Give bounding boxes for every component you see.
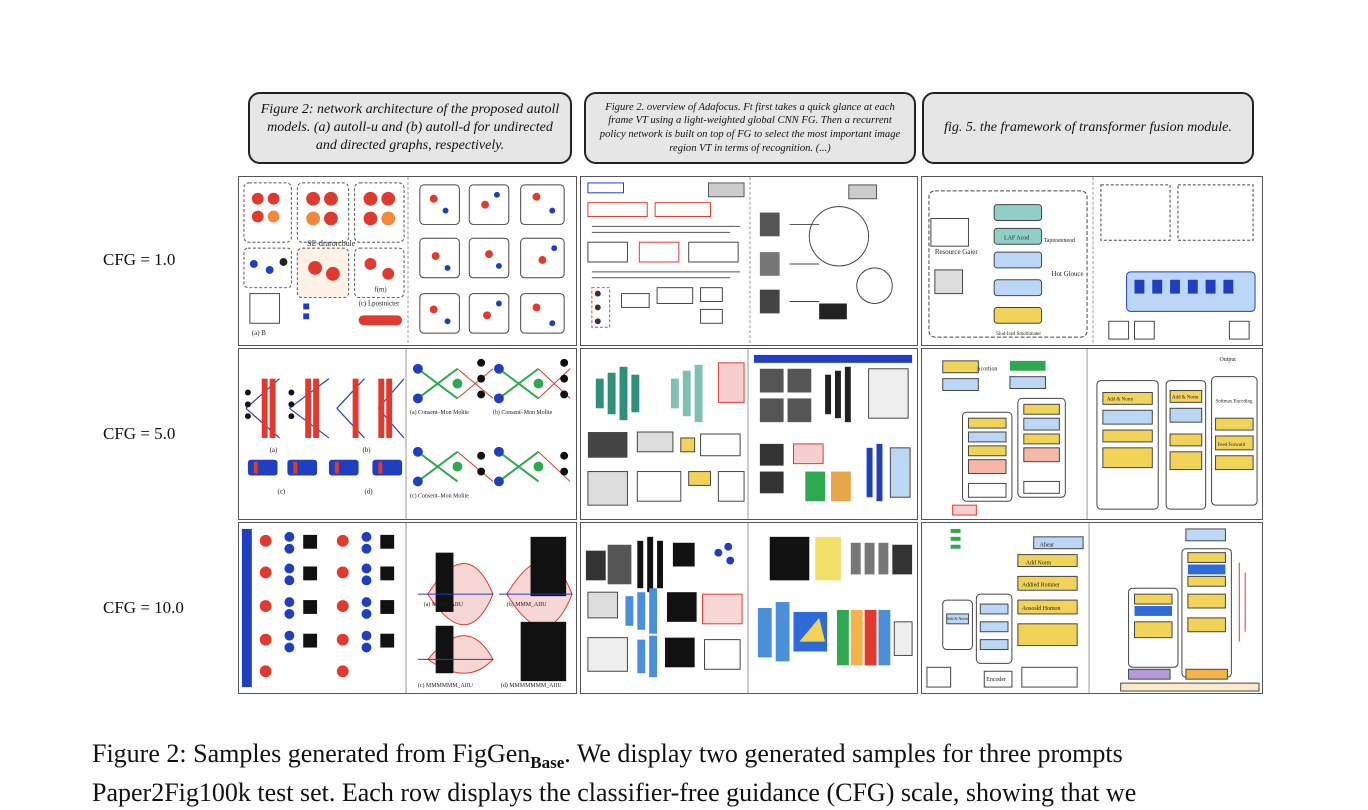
r2c3-text-5: Output xyxy=(1220,357,1237,363)
r1c1-text-1: (c) Lpostnicter xyxy=(359,300,401,307)
caption-line-1: Figure 2: Samples generated from FigGenB… xyxy=(92,736,1342,775)
r3c3-text-2: Addied Romner xyxy=(1022,582,1060,588)
cfg-label-3: CFG = 10.0 xyxy=(103,598,184,617)
sample-r2-c2 xyxy=(580,348,918,520)
r3c3-text-0: Ahear xyxy=(1040,543,1054,549)
r2c3-text-4: Softmax Encoding xyxy=(1216,399,1253,404)
cfg-label-1: CFG = 1.0 xyxy=(103,250,176,269)
r2c1-text-4: (b) xyxy=(363,447,371,454)
sample-r1-c2 xyxy=(580,176,918,346)
prompt-box-1: Figure 2: network architecture of the pr… xyxy=(248,92,572,164)
r1c3-text-0: Resource Gaier xyxy=(935,249,978,256)
caption-prefix: Figure 2: Samples generated from FigGen xyxy=(92,739,531,768)
r2c3-text-1: Add & Norm xyxy=(1107,397,1133,402)
r1c3-text-2: Tapresteneod xyxy=(1044,238,1075,244)
sample-r1-c1: SE-drarorcbule (c) Lpostnicter (a) B f(m… xyxy=(238,176,577,346)
r2c3-text-0: Acortion xyxy=(976,367,997,373)
caption-suffix: . We display two generated samples for t… xyxy=(564,739,1123,768)
r3c3-text-4: Add & Norm xyxy=(947,616,968,621)
r3c3-text-5: Encoder xyxy=(986,677,1006,683)
r3c3-text-1: Add Norm xyxy=(1026,561,1052,567)
sample-r2-c1: (a) (b) (c) (d) (a) Consent–Mon Molite (… xyxy=(238,348,577,520)
r1c1-text-3: f(m) xyxy=(374,287,386,294)
r2c1-text-2: (c) Consent–Mon Molite xyxy=(410,492,469,499)
sample-r1-c3: Resource Gaier LAF Acod Tapresteneod Hot… xyxy=(921,176,1263,346)
prompt-text-3: fig. 5. the framework of transformer fus… xyxy=(944,120,1232,136)
r3c1-text-3: (d) MMMMMMM_AIIU xyxy=(501,682,562,689)
caption-subscript: Base xyxy=(530,753,565,772)
r2c1-text-3: (a) xyxy=(270,447,278,454)
prompt-text-1: Figure 2: network architecture of the pr… xyxy=(260,102,560,153)
r1c1-text-2: (a) B xyxy=(252,330,266,337)
sample-r3-c2 xyxy=(580,522,918,694)
prompt-box-2: Figure 2. overview of Adafocus. Ft first… xyxy=(584,92,916,164)
cfg-label-2: CFG = 5.0 xyxy=(103,424,176,443)
r3c1-text-1: (b) MMM_AIIU xyxy=(507,601,547,608)
r3c1-text-2: (c) MMMMMM_AIIU xyxy=(418,682,474,689)
sample-r2-c3: Acortion Add & Norm Add & Norm Feed Forw… xyxy=(921,348,1263,520)
r1c1-text-0: SE-drarorcbule xyxy=(307,239,356,248)
r2c1-text-0: (a) Consent–Mon Molite xyxy=(410,409,469,416)
r2c1-text-1: (b) Consent–Mon Molite xyxy=(493,409,553,416)
sample-r3-c3: Ahear Add Norm Addied Romner Aososld Hom… xyxy=(921,522,1263,694)
r2c3-text-2: Add & Norm xyxy=(1172,395,1198,400)
r2c3-text-3: Feed Forward xyxy=(1218,443,1246,448)
caption-line-2: Paper2Fig100k test set. Each row display… xyxy=(92,777,1137,807)
r3c3-text-3: Aososld Homon xyxy=(1022,606,1061,612)
prompt-box-3: fig. 5. the framework of transformer fus… xyxy=(922,92,1254,164)
r2c1-text-6: (d) xyxy=(365,488,373,495)
r3c1-text-0: (a) MMM_AIIU xyxy=(424,601,464,608)
r1c3-text-1: LAF Acod xyxy=(1004,235,1029,241)
figure-caption: Figure 2: Samples generated from FigGenB… xyxy=(92,736,1342,810)
r1c3-text-4: Slud-Iced Smoltimater xyxy=(996,332,1041,337)
sample-r3-c1: (a) MMM_AIIU (b) MMM_AIIU (c) MMMMMM_AII… xyxy=(238,522,577,694)
prompt-text-2: Figure 2. overview of Adafocus. Ft first… xyxy=(599,101,901,154)
r2c1-text-5: (c) xyxy=(278,488,286,495)
r1c3-text-3: Hot Glouce xyxy=(1051,271,1083,278)
